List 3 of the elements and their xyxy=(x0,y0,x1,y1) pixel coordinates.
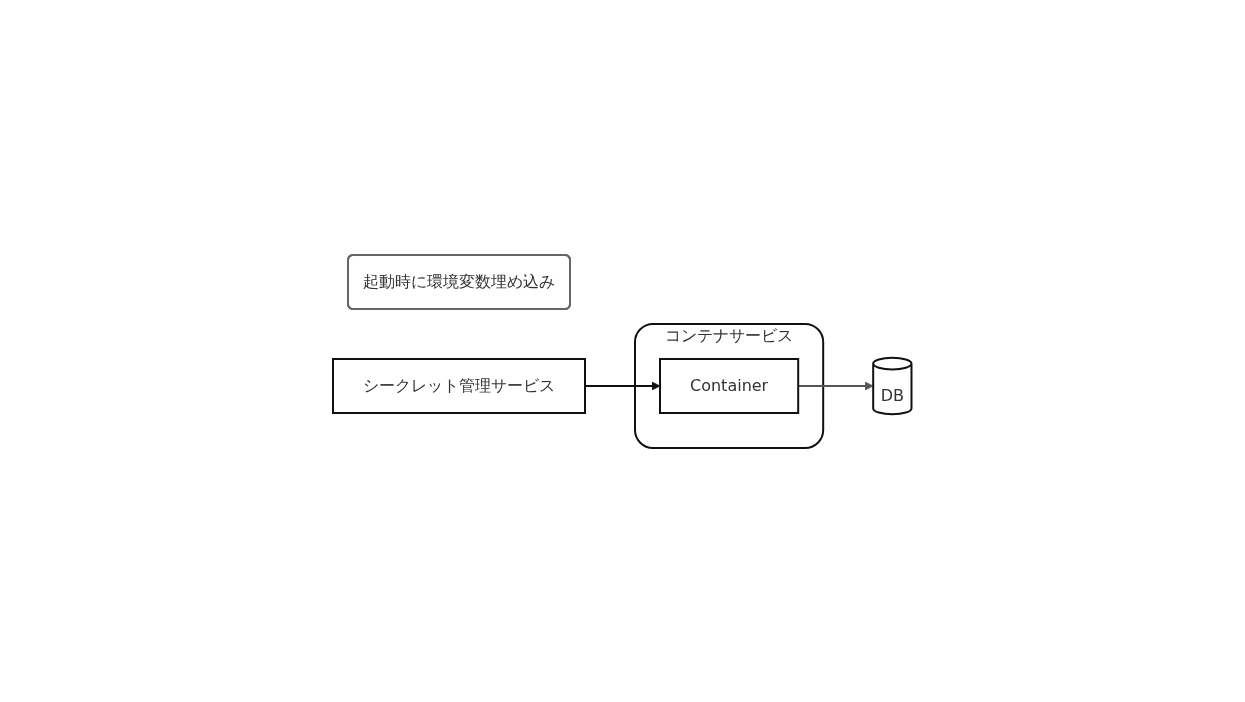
node-box: Container xyxy=(659,357,800,414)
node-text: 起動時に環境変数埋め込み xyxy=(363,271,556,291)
node-box: シークレット管理サービス xyxy=(332,357,587,414)
